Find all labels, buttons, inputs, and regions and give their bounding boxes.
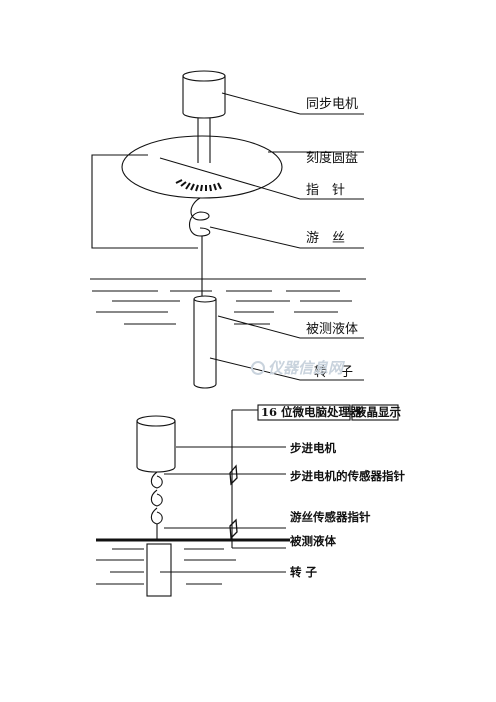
bottom-hairspring [150, 471, 163, 540]
motor-shaft [197, 118, 211, 163]
dial-disk [121, 135, 283, 199]
spring-anchor-wire [91, 154, 198, 249]
label-processor: 16 位微电脑处理器 [261, 405, 362, 419]
dial-scale-marks [175, 179, 222, 192]
bottom-rotor [146, 543, 172, 597]
sensor-signal-wire [231, 409, 258, 548]
label-bottom-rotor: 转 子 [290, 565, 318, 579]
label-bottom-test-liquid: 被测液体 [290, 534, 336, 548]
label-stepper-sensor-pointer: 步进电机的传感器指针 [290, 469, 405, 483]
stepper-sensor-marker [229, 464, 238, 486]
label-leaders [159, 92, 364, 381]
watermark-text: 仪器信息网 [268, 359, 346, 377]
processor-box [257, 404, 351, 421]
liquid-surface-lines [90, 278, 366, 325]
spring-sensor-marker [229, 518, 238, 540]
label-pointer: 指 针 [306, 183, 345, 198]
synchronous-motor [182, 70, 226, 119]
label-hairspring: 游 丝 [306, 231, 345, 246]
watermark: 仪器信息网 [251, 359, 346, 377]
bottom-label-leaders [160, 446, 286, 573]
stepper-motor [136, 415, 176, 473]
label-synchronous-motor: 同步电机 [306, 97, 358, 112]
label-stepper-motor: 步进电机 [290, 441, 336, 455]
lcd-box [351, 404, 399, 421]
label-dial: 刻度圆盘 [306, 150, 358, 166]
label-spring-sensor-pointer: 游丝传感器指针 [290, 510, 371, 524]
label-lcd-display: 液晶显示 [355, 405, 401, 419]
hairspring [188, 197, 211, 296]
bottom-liquid-surface [96, 538, 290, 585]
label-test-liquid: 被测液体 [306, 322, 358, 337]
rotor [193, 295, 217, 389]
top-diagram [90, 70, 366, 389]
bottom-diagram [96, 404, 399, 597]
label-rotor: 转 子 [314, 365, 353, 380]
